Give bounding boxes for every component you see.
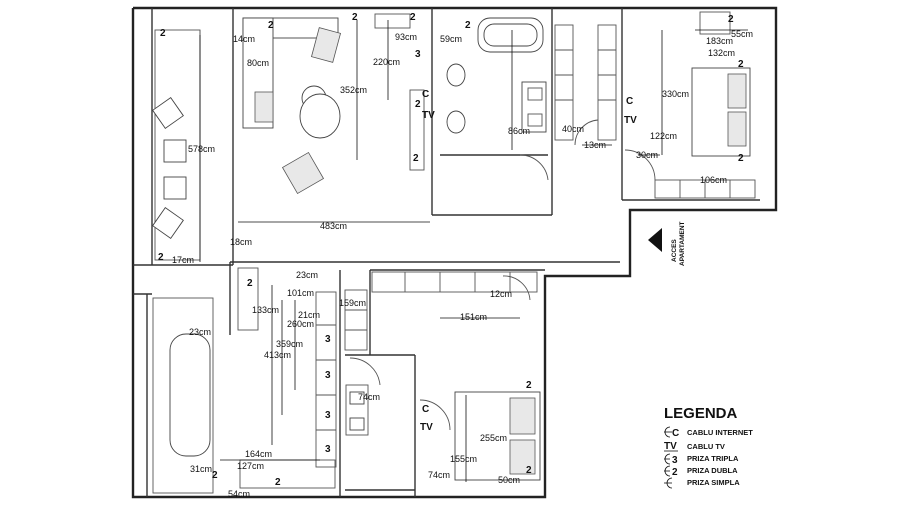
- triple-socket: 3: [325, 410, 331, 421]
- double-socket: 2: [413, 153, 419, 164]
- dim-label: 330cm: [662, 89, 689, 99]
- dim-label: 132cm: [708, 48, 735, 58]
- double-socket: 2: [415, 99, 421, 110]
- legend-label: CABLU TV: [687, 442, 725, 451]
- legend-item-tv: TV CABLU TV: [664, 441, 725, 452]
- dim-label: 352cm: [340, 85, 367, 95]
- dim-label: 164cm: [245, 449, 272, 459]
- apartment-entrance: ACCES APARTAMENT: [648, 221, 686, 266]
- dim-label: 74cm: [428, 470, 450, 480]
- legend-symbol: 3: [672, 455, 678, 466]
- bedroom-1-furniture: [624, 11, 756, 199]
- legend-label: PRIZA TRIPLA: [687, 454, 739, 463]
- dim-label: 17cm: [172, 255, 194, 265]
- tv-socket: TV: [420, 422, 433, 433]
- interior-walls: [133, 8, 760, 497]
- dim-label: 359cm: [276, 339, 303, 349]
- legend-item-triple: 3 PRIZA TRIPLA: [664, 453, 739, 466]
- access-label: ACCES: [671, 239, 678, 262]
- legend: LEGENDA C CABLU INTERNET TV CABLU TV 3 P…: [664, 405, 753, 489]
- double-socket: 2: [275, 477, 281, 488]
- dim-label: 50cm: [498, 475, 520, 485]
- double-socket: 2: [352, 12, 358, 23]
- access-label: APARTAMENT: [679, 221, 686, 266]
- dim-label: 54cm: [228, 489, 250, 499]
- dim-label: 127cm: [237, 461, 264, 471]
- legend-label: PRIZA SIMPLA: [687, 478, 740, 487]
- triple-socket: 3: [325, 334, 331, 345]
- dim-label: 578cm: [188, 144, 215, 154]
- lower-center: [344, 271, 538, 436]
- dim-label: 413cm: [264, 350, 291, 360]
- legend-label: PRIZA DUBLA: [687, 466, 738, 475]
- double-socket: 2: [212, 470, 218, 481]
- dim-label: 21cm: [298, 310, 320, 320]
- dim-label: 23cm: [189, 327, 211, 337]
- dim-label: 80cm: [247, 58, 269, 68]
- dim-label: 31cm: [190, 464, 212, 474]
- double-socket: 2: [526, 465, 532, 476]
- double-socket: 2: [465, 20, 471, 31]
- dim-label: 255cm: [480, 433, 507, 443]
- tv-socket: TV: [624, 115, 637, 126]
- double-socket: 2: [738, 153, 744, 164]
- dim-label: 133cm: [252, 305, 279, 315]
- dim-label: 74cm: [358, 392, 380, 402]
- dim-label: 101cm: [287, 288, 314, 298]
- dim-label: 14cm: [233, 34, 255, 44]
- dim-label: 59cm: [440, 34, 462, 44]
- double-socket: 2: [410, 12, 416, 23]
- dim-label: 12cm: [490, 289, 512, 299]
- dim-label: 483cm: [320, 221, 347, 231]
- dim-label: 55cm: [731, 29, 753, 39]
- wardrobe-area: [554, 24, 617, 146]
- dim-label: 13cm: [584, 140, 606, 150]
- dimension-lines: [199, 20, 748, 482]
- dim-label: 30cm: [636, 150, 658, 160]
- bedroom-2-furniture: [419, 391, 541, 481]
- double-socket: 2: [526, 380, 532, 391]
- dim-label: 159cm: [339, 298, 366, 308]
- double-socket: 2: [247, 278, 253, 289]
- exterior-walls: [131, 6, 778, 499]
- double-socket: 2: [738, 59, 744, 70]
- legend-symbol: TV: [664, 441, 677, 452]
- dim-label: 260cm: [287, 319, 314, 329]
- legend-title: LEGENDA: [664, 405, 738, 422]
- living-room-furniture: [242, 13, 425, 195]
- triple-socket: 3: [415, 49, 421, 60]
- triple-socket: 3: [325, 444, 331, 455]
- legend-symbol: C: [672, 428, 679, 439]
- double-socket: 2: [728, 14, 734, 25]
- dim-label: 18cm: [230, 237, 252, 247]
- socket-symbols: 2 2 2 2 2 3 2 2 C TV 2 2 2 TV C 2 2 3 3 …: [158, 12, 744, 488]
- dim-label: 122cm: [650, 131, 677, 141]
- double-socket: 2: [158, 252, 164, 263]
- tv-socket: TV: [422, 110, 435, 121]
- dim-label: 40cm: [562, 124, 584, 134]
- internet-socket: C: [626, 96, 633, 107]
- dim-label: 106cm: [700, 175, 727, 185]
- legend-symbol: 2: [672, 467, 678, 478]
- dim-label: 155cm: [450, 454, 477, 464]
- double-socket: 2: [160, 28, 166, 39]
- triple-socket: 3: [325, 370, 331, 381]
- dim-label: 86cm: [508, 126, 530, 136]
- double-socket: 2: [268, 20, 274, 31]
- legend-item-internet: C CABLU INTERNET: [664, 426, 753, 439]
- dim-label: 151cm: [460, 312, 487, 322]
- dim-label: 183cm: [706, 36, 733, 46]
- internet-socket: C: [422, 404, 429, 415]
- dim-label: 93cm: [395, 32, 417, 42]
- internet-socket: C: [422, 89, 429, 100]
- bathroom-top: [446, 17, 549, 181]
- legend-item-single: PRIZA SIMPLA: [664, 477, 740, 489]
- lower-left-room: [152, 267, 337, 494]
- legend-item-double: 2 PRIZA DUBLA: [664, 465, 738, 478]
- dimension-labels: 14cm 80cm 93cm 220cm 352cm 59cm 183cm 13…: [172, 29, 753, 499]
- dim-label: 23cm: [296, 270, 318, 280]
- legend-label: CABLU INTERNET: [687, 428, 753, 437]
- dim-label: 220cm: [373, 57, 400, 67]
